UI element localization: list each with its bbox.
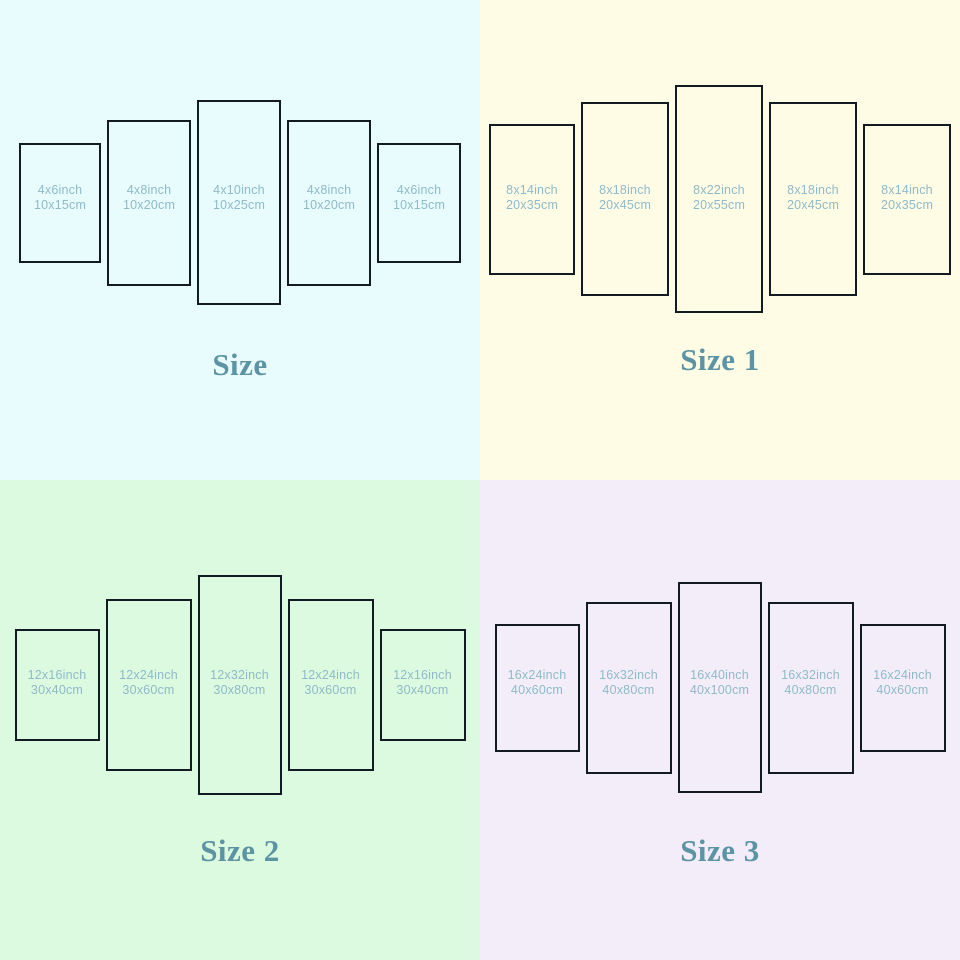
panel-label-cm: 40x80cm bbox=[602, 683, 655, 697]
panel-label-inch: 16x24inch bbox=[507, 667, 567, 682]
panel-label-cm: 30x80cm bbox=[213, 683, 266, 697]
panel-label-cm: 40x100cm bbox=[689, 683, 750, 697]
panel-label-inch: 4x10inch bbox=[213, 182, 265, 197]
panel-label-inch: 12x16inch bbox=[27, 667, 87, 682]
panel-label-cm: 40x60cm bbox=[510, 683, 564, 697]
quadrant-title: Size 2 bbox=[200, 833, 280, 868]
panel-label-inch: 16x40inch bbox=[690, 667, 749, 682]
panel-label-cm: 40x80cm bbox=[784, 683, 837, 697]
panel-label-inch: 4x8inch bbox=[306, 182, 352, 197]
quadrant-title: Size 1 bbox=[680, 342, 760, 377]
quadrant-title: Size 3 bbox=[680, 833, 760, 868]
panel-label-cm: 30x40cm bbox=[396, 683, 449, 697]
panel-label-inch: 16x32inch bbox=[599, 667, 658, 682]
panel-label-cm: 20x35cm bbox=[880, 198, 934, 212]
panel-label-cm: 30x40cm bbox=[30, 683, 84, 697]
panel-label-cm: 20x35cm bbox=[505, 198, 559, 212]
panel-label-cm: 20x45cm bbox=[598, 198, 652, 212]
panel-label-cm: 40x60cm bbox=[876, 683, 929, 697]
panel-label-cm: 20x55cm bbox=[692, 198, 746, 212]
panel-label-inch: 16x32inch bbox=[781, 667, 840, 682]
panel-label-inch: 8x22inch bbox=[693, 182, 745, 197]
panel-label-inch: 12x24inch bbox=[301, 667, 360, 682]
panel-label-cm: 10x20cm bbox=[122, 198, 176, 212]
panel-label-inch: 8x14inch bbox=[881, 182, 933, 197]
panel-label-cm: 10x15cm bbox=[33, 198, 87, 212]
panel-label-cm: 20x45cm bbox=[786, 198, 840, 212]
panel-label-inch: 8x14inch bbox=[506, 182, 558, 197]
panel-label-cm: 10x15cm bbox=[392, 198, 446, 212]
panel-label-inch: 16x24inch bbox=[873, 667, 932, 682]
panel-label-cm: 30x60cm bbox=[122, 683, 175, 697]
panel-label-inch: 12x32inch bbox=[210, 667, 269, 682]
panel-label-cm: 30x60cm bbox=[304, 683, 357, 697]
panel-label-cm: 10x25cm bbox=[212, 198, 266, 212]
panel-label-inch: 4x6inch bbox=[37, 182, 83, 197]
panel-label-inch: 8x18inch bbox=[599, 182, 651, 197]
quadrant-title: Size bbox=[212, 347, 268, 382]
panel-label-inch: 4x6inch bbox=[396, 182, 442, 197]
panel-label-inch: 12x24inch bbox=[119, 667, 178, 682]
panel-label-inch: 8x18inch bbox=[787, 182, 839, 197]
panel-label-inch: 12x16inch bbox=[393, 667, 452, 682]
panel-label-inch: 4x8inch bbox=[126, 182, 172, 197]
panel-label-cm: 10x20cm bbox=[302, 198, 356, 212]
